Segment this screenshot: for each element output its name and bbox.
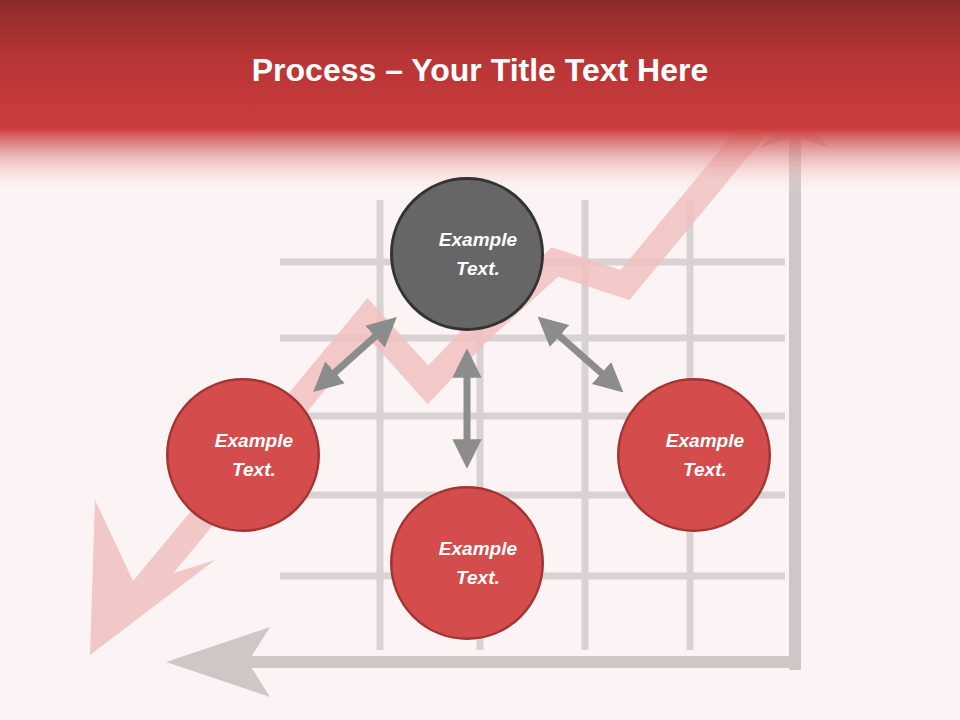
double-arrow	[322, 325, 388, 384]
node-label: Example Text.	[428, 534, 528, 592]
slide-title: Process – Your Title Text Here	[0, 52, 960, 89]
circle-outline	[618, 379, 770, 531]
double-arrow	[546, 324, 614, 384]
process-circle: Example Text.	[389, 485, 545, 641]
circle-shape	[389, 176, 545, 332]
circle-outline	[167, 379, 319, 531]
circle-shape	[616, 377, 772, 533]
node-label: Example Text.	[428, 225, 528, 283]
chart-axes	[166, 112, 830, 697]
process-circle: Example Text.	[165, 377, 321, 533]
circle-shape	[389, 485, 545, 641]
circle-outline	[391, 487, 543, 639]
node-label: Example Text.	[204, 426, 304, 484]
process-circle: Example Text.	[616, 377, 772, 533]
circle-shape	[165, 377, 321, 533]
header-band	[0, 0, 960, 195]
node-label: Example Text.	[655, 426, 755, 484]
double-arrow	[464, 360, 471, 457]
process-circle: Example Text.	[389, 176, 545, 332]
circle-outline	[392, 179, 543, 330]
